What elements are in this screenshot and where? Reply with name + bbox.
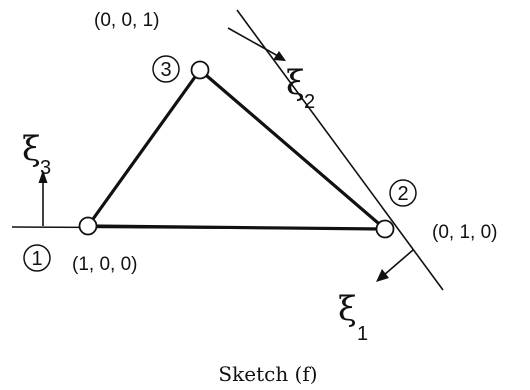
node-1-number: 1 — [31, 248, 42, 270]
xi-3-symbol: ξ — [22, 129, 41, 169]
xi-3-subscript: 3 — [40, 157, 51, 179]
xi-1-subscript: 1 — [357, 323, 368, 345]
node-2-coords: (0, 1, 0) — [432, 222, 497, 243]
xi-2-arrow — [227, 27, 286, 61]
edge-3-2 — [198, 68, 387, 231]
edge-1-2 — [86, 224, 387, 231]
node-3-coords: (0, 0, 1) — [94, 10, 159, 31]
vertex-1-node — [78, 216, 98, 236]
xi-1-symbol: ξ — [338, 289, 357, 329]
edge-2-3-extension-line — [236, 9, 444, 291]
xi-2-subscript: 2 — [304, 91, 315, 113]
figure-caption: Sketch (f) — [218, 362, 317, 386]
xi-3-arrow — [38, 170, 48, 226]
node-1-badge: 1 — [23, 244, 51, 272]
edge-1-3 — [86, 68, 202, 228]
node-3-badge: 3 — [152, 55, 180, 83]
xi-1-arrow — [376, 249, 414, 282]
xi-2-symbol: ξ — [286, 63, 305, 103]
xi-1-label: ξ 1 — [338, 289, 368, 345]
xi-3-label: ξ 3 — [22, 129, 51, 179]
node-2-badge: 2 — [389, 179, 417, 207]
xi-2-label: ξ 2 — [286, 63, 315, 113]
node-3-number: 3 — [160, 59, 171, 81]
node-1-coords: (1, 0, 0) — [72, 254, 137, 275]
vertex-3-node — [190, 60, 210, 80]
node-2-number: 2 — [397, 183, 408, 205]
vertex-2-node — [375, 219, 395, 239]
